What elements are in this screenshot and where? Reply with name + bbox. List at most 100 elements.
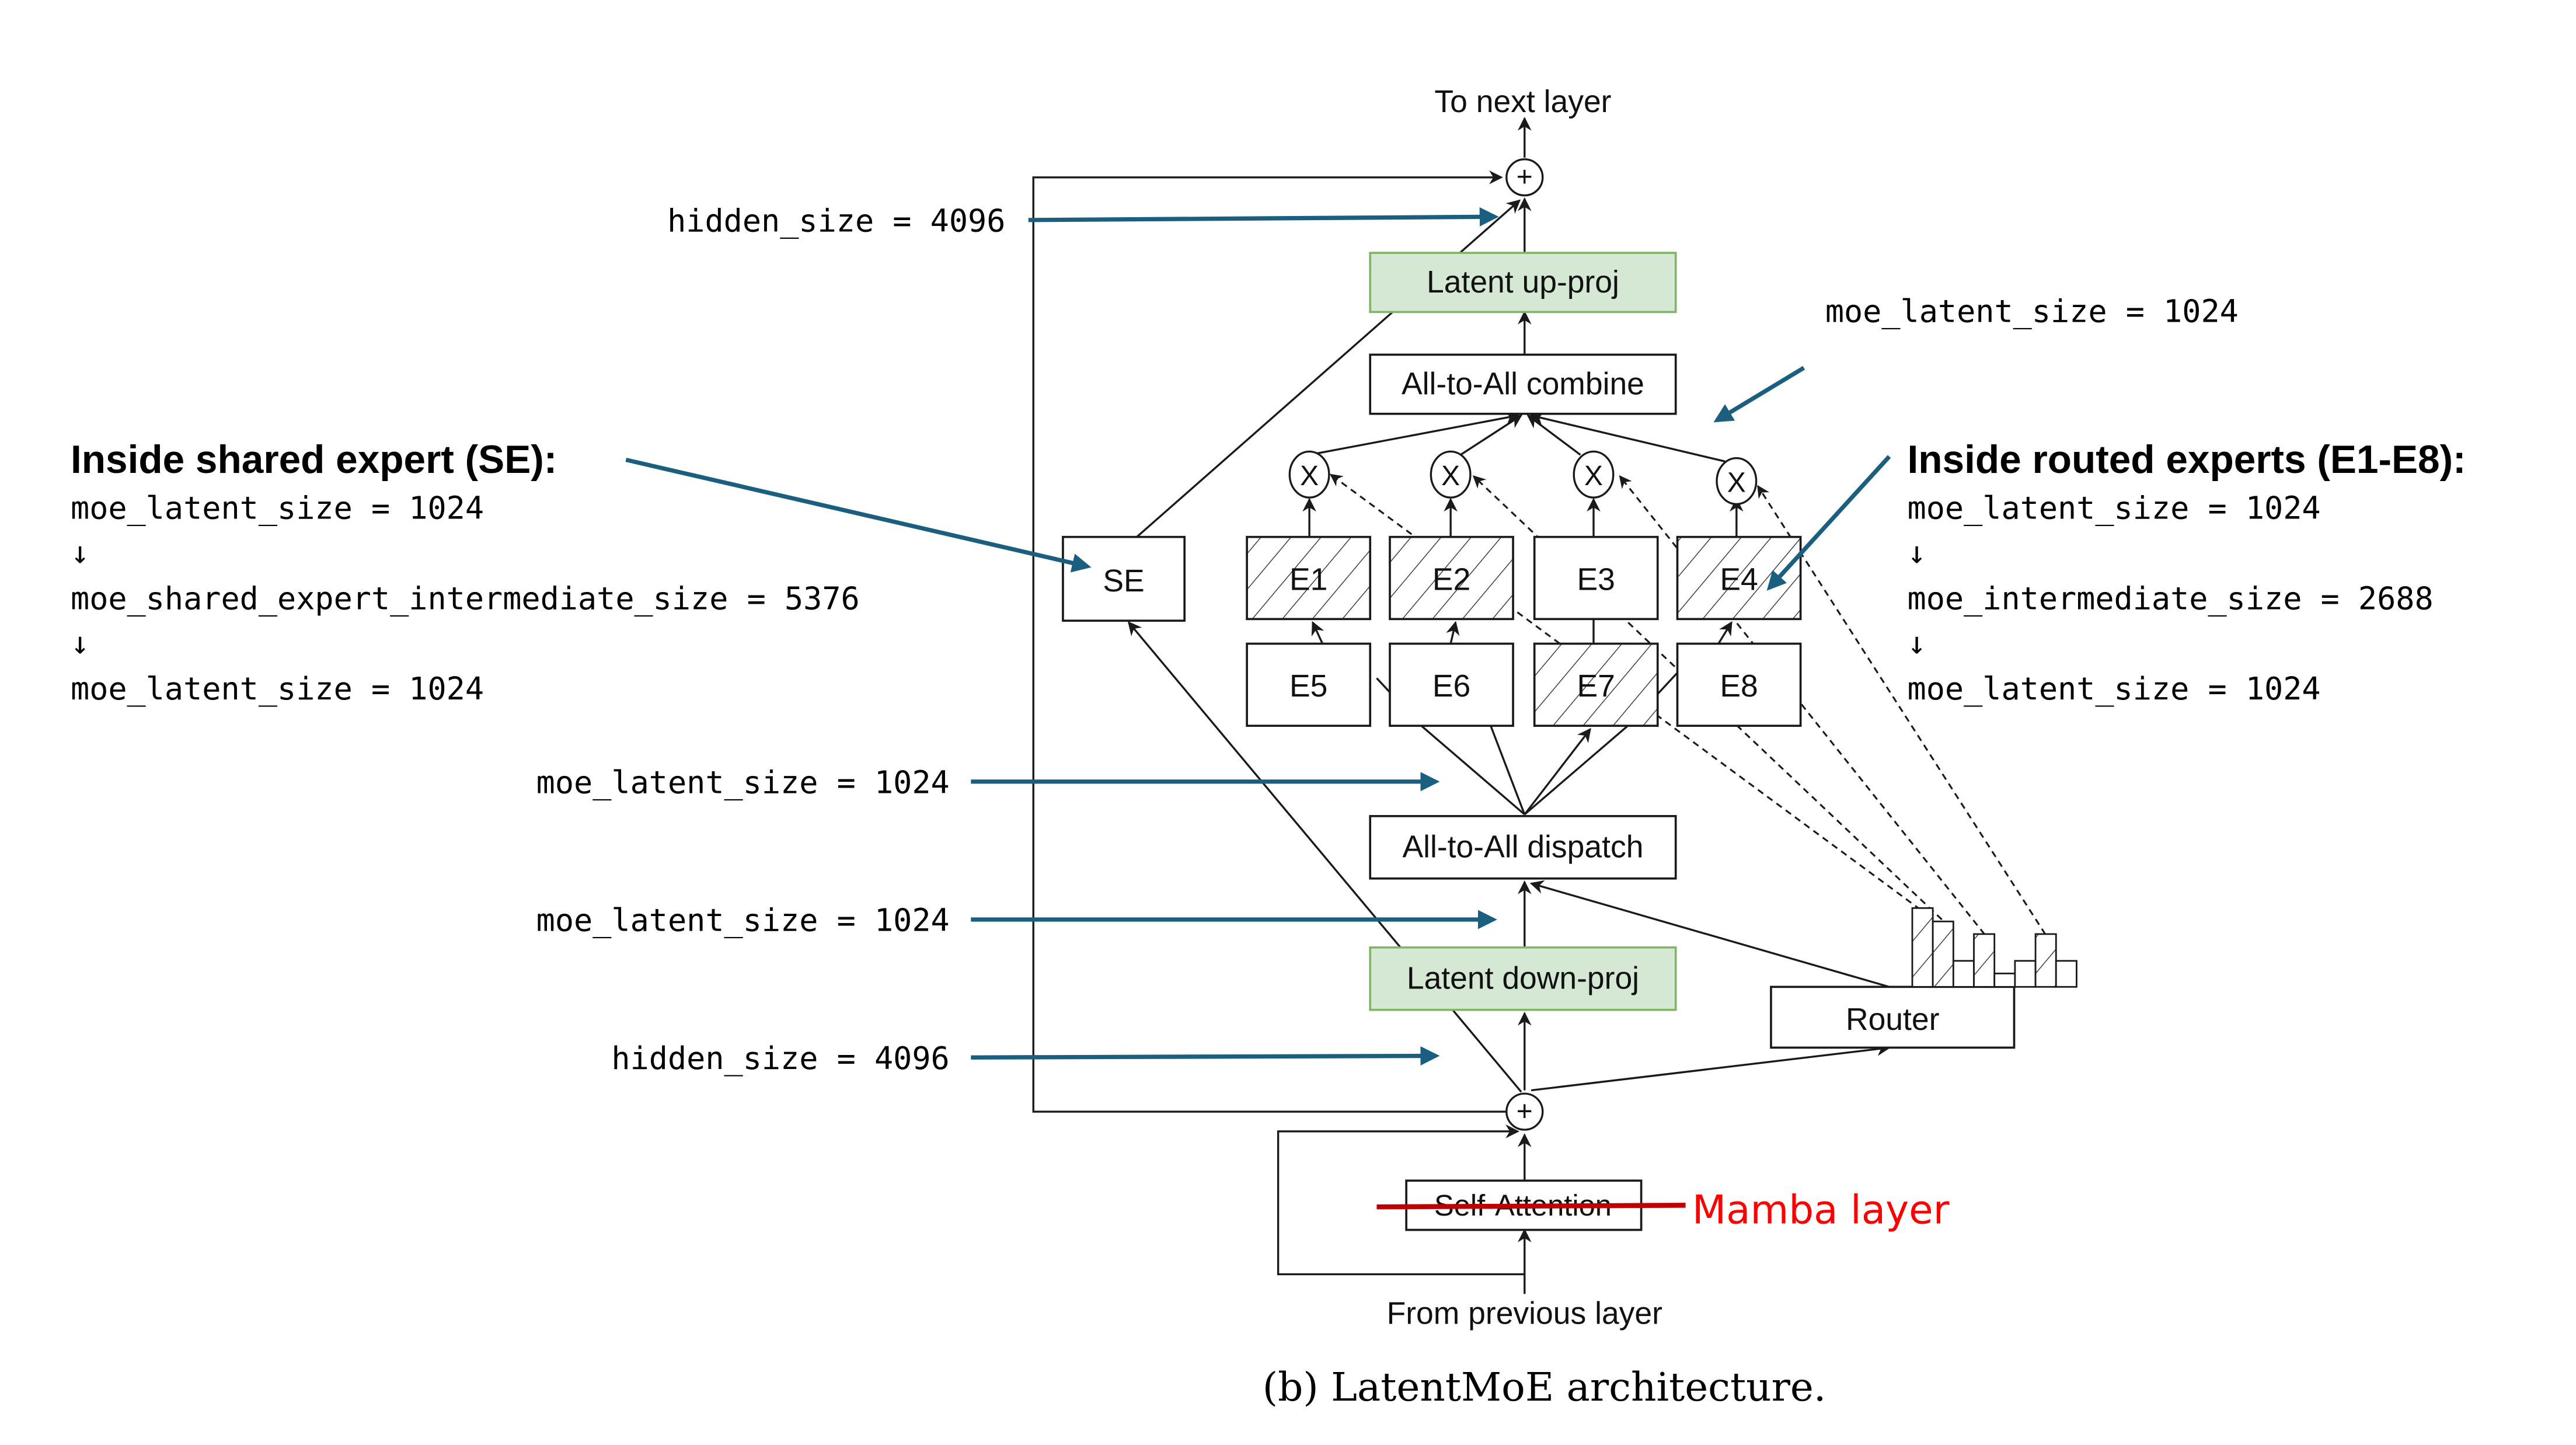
- all-to-all-dispatch-node: All-to-All dispatch: [1369, 814, 1677, 880]
- mul2-to-combine-arrow: [1460, 415, 1523, 456]
- multiply-symbol: X: [1441, 461, 1460, 492]
- expert-label: E1: [1289, 562, 1327, 597]
- strikethrough-line: [1376, 1203, 1686, 1210]
- shared-expert-info-line: moe_latent_size = 1024: [71, 670, 484, 707]
- expert-label: E6: [1432, 669, 1470, 704]
- shared-expert-label: SE: [1103, 564, 1144, 598]
- annotation-arrow-bottom-hidden: [971, 1046, 1440, 1066]
- to-next-layer-label: To next layer: [1434, 85, 1611, 119]
- expert-e7: E7: [1533, 642, 1659, 727]
- down-arrow-icon: ↓: [1908, 534, 1926, 571]
- annotation-dispatch-in-latent-size: moe_latent_size = 1024: [536, 902, 950, 939]
- routed-experts-info: Inside routed experts (E1-E8): moe_laten…: [1908, 438, 2466, 707]
- router-node: Router: [1770, 986, 2016, 1049]
- all-to-all-combine-label: All-to-All combine: [1402, 367, 1644, 402]
- from-previous-layer-label: From previous layer: [1387, 1297, 1662, 1331]
- add-symbol: +: [1517, 1096, 1533, 1127]
- shared-expert-info-line: moe_shared_expert_intermediate_size = 53…: [71, 580, 860, 617]
- dispatch-fan-line: [1418, 723, 1525, 816]
- add-node-bottom: +: [1505, 1092, 1544, 1131]
- mul1-to-combine-arrow: [1309, 410, 1519, 456]
- expert-e8: E8: [1676, 642, 1802, 727]
- latent-down-proj-label: Latent down-proj: [1407, 962, 1639, 996]
- multiply-symbol: X: [1727, 467, 1746, 498]
- latent-down-proj-node: Latent down-proj: [1369, 946, 1677, 1011]
- dispatch-to-e7-arrow: [1524, 727, 1591, 816]
- inner-residual-path: [1277, 1124, 1525, 1276]
- histogram-bar-e8: [2055, 960, 2077, 988]
- expert-box: [1246, 535, 1372, 621]
- routed-experts-info-line: moe_latent_size = 1024: [1908, 670, 2321, 707]
- down-arrow-icon: ↓: [1908, 624, 1926, 661]
- dispatch-fan-line: [1489, 723, 1526, 815]
- annotation-arrows: [625, 207, 1891, 1066]
- self-attention-node: Self-Attention: [1376, 1179, 1686, 1231]
- multiply-symbol: X: [1300, 461, 1319, 492]
- histogram-bar-e7: [2034, 933, 2057, 988]
- expert-box: [1676, 535, 1802, 621]
- latent-up-proj-node: Latent up-proj: [1369, 252, 1677, 314]
- shared-expert-info-title: Inside shared expert (SE):: [71, 438, 557, 482]
- annotation-bottom-hidden-size: hidden_size = 4096: [611, 1040, 949, 1077]
- histogram-bar-e3: [1952, 960, 1975, 988]
- routed-experts-info-line: moe_intermediate_size = 2688: [1908, 580, 2434, 617]
- expert-e2: E2: [1389, 535, 1514, 621]
- all-to-all-dispatch-label: All-to-All dispatch: [1402, 830, 1643, 865]
- score-line-e4: [1757, 485, 2047, 935]
- add-node-top: +: [1505, 158, 1544, 197]
- down-arrow-icon: ↓: [71, 534, 89, 571]
- expert-box: [1533, 642, 1659, 727]
- histogram-bar-e2: [1932, 920, 1954, 988]
- outer-residual-path: [1032, 170, 1525, 1113]
- router-to-dispatch-arrow: [1529, 880, 1890, 988]
- annotation-combine-latent-size: moe_latent_size = 1024: [1825, 293, 2239, 329]
- routed-experts-info-title: Inside routed experts (E1-E8):: [1908, 438, 2466, 482]
- mamba-layer-label: Mamba layer: [1692, 1186, 1950, 1232]
- multiplier-nodes: X X X X: [1288, 450, 1758, 506]
- expert-label: E2: [1432, 562, 1470, 597]
- multiply-node: X: [1288, 450, 1330, 499]
- expert-e3: E3: [1533, 535, 1659, 621]
- multiply-node: X: [1430, 450, 1472, 499]
- expert-e4: E4: [1676, 535, 1802, 621]
- routed-experts-info-line: moe_latent_size = 1024: [1908, 490, 2321, 527]
- expert-box: [1533, 535, 1659, 621]
- shared-expert-info: Inside shared expert (SE): moe_latent_si…: [71, 438, 860, 707]
- add-symbol: +: [1517, 162, 1533, 193]
- dispatch-fan-line: [1524, 723, 1630, 816]
- e5-to-e1-arrow: [1311, 621, 1324, 645]
- expert-box: [1676, 642, 1802, 727]
- annotation-arrow-routed-experts: [1766, 455, 1891, 591]
- annotation-arrow-top-hidden: [1028, 207, 1499, 227]
- shared-expert-node: SE: [1062, 535, 1186, 622]
- annotation-arrow-combine: [1713, 365, 1805, 423]
- expert-box: [1246, 642, 1372, 727]
- figure-caption: (b) LatentMoE architecture.: [1263, 1364, 1826, 1410]
- e8-to-e4-arrow: [1717, 621, 1733, 645]
- expert-e1: E1: [1246, 535, 1372, 621]
- expert-label: E8: [1720, 669, 1758, 704]
- router-score-histogram: [1911, 907, 2077, 988]
- expert-box: [1389, 535, 1514, 621]
- histogram-bar-e1: [1911, 907, 1934, 988]
- e6-to-e2-arrow: [1446, 621, 1460, 644]
- expert-label: E7: [1577, 669, 1615, 704]
- annotation-dispatch-out-latent-size: moe_latent_size = 1024: [536, 764, 950, 800]
- add-to-router-arrow: [1531, 1042, 1891, 1092]
- annotation-arrow-shared-expert: [625, 457, 1092, 573]
- annotation-top-hidden-size: hidden_size = 4096: [667, 203, 1005, 239]
- multiply-symbol: X: [1584, 461, 1603, 492]
- multiply-node: X: [1716, 457, 1758, 506]
- mul4-to-combine-arrow: [1529, 411, 1726, 462]
- expert-e6: E6: [1389, 642, 1514, 727]
- shared-expert-info-line: moe_latent_size = 1024: [71, 490, 484, 527]
- latent-up-proj-label: Latent up-proj: [1427, 265, 1619, 300]
- expert-box: [1389, 642, 1514, 727]
- expert-label: E5: [1289, 669, 1327, 704]
- all-to-all-combine-node: All-to-All combine: [1369, 353, 1677, 415]
- histogram-bar-e6: [2014, 960, 2037, 988]
- histogram-bar-e4: [1973, 933, 1996, 988]
- multiply-node: X: [1573, 450, 1615, 499]
